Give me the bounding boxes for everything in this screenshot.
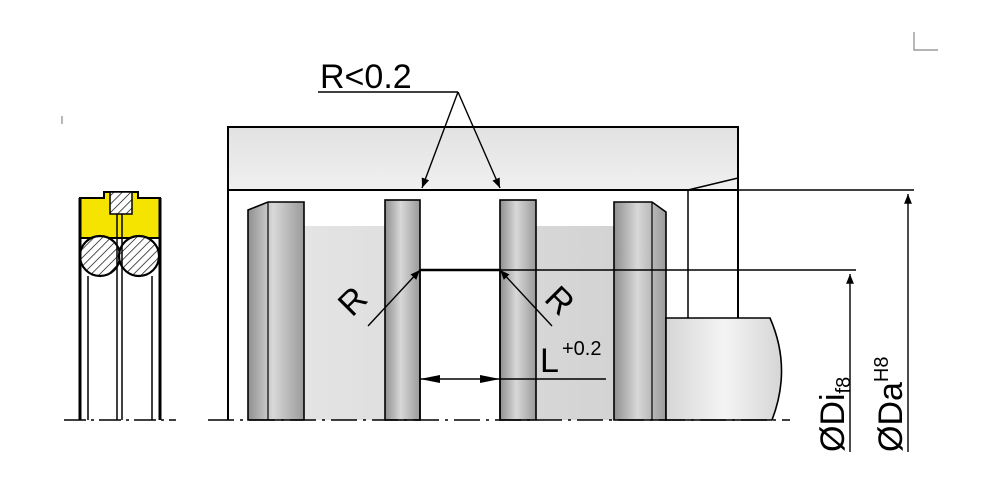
land-4: [613, 201, 667, 421]
seal-groove: [420, 200, 500, 420]
land-3: [499, 199, 537, 421]
dim-arrow: [420, 375, 440, 383]
chamfer-line: [687, 177, 739, 191]
land-1: [247, 201, 305, 421]
groove-assembly: [208, 126, 790, 421]
outer-diameter-label: ØDaH8: [871, 357, 910, 453]
seal-notch: [109, 191, 133, 215]
groove-width-tolerance: +0.2: [562, 338, 601, 360]
leader-arrow: [367, 269, 421, 327]
dim-arrow: [480, 375, 500, 383]
inner-diameter-label: ØDif8: [814, 377, 855, 452]
radius-max-label: R<0.2: [320, 58, 412, 96]
leader-arrow: [457, 91, 501, 189]
land-2: [384, 199, 421, 421]
piston-rod: [665, 317, 783, 421]
corner-mark: [913, 32, 938, 51]
o-ring-left: [78, 234, 122, 278]
groove-width-label: L: [540, 342, 559, 380]
leader-arrow: [421, 91, 459, 189]
seal-cross-section: [64, 191, 176, 421]
o-ring-right: [117, 234, 161, 278]
leader-arrow: [499, 269, 553, 327]
housing: [227, 126, 739, 191]
